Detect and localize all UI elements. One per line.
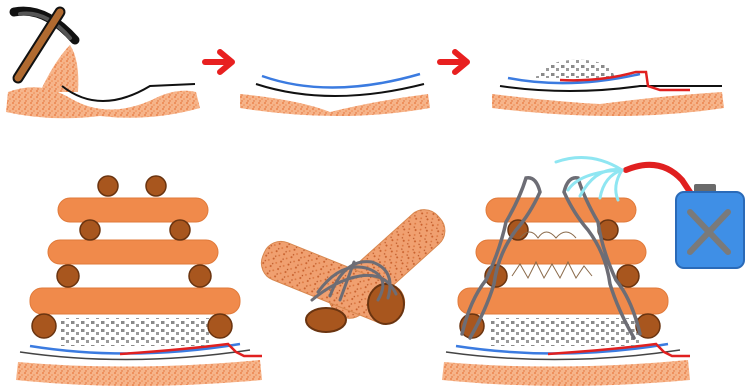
log-stack [30,176,240,338]
log-end-cut [306,308,346,332]
gravel-layer [60,318,210,346]
log-end-cut [368,284,404,324]
arrow-step-2-to-3 [440,52,467,72]
sand-bed [240,94,430,116]
gravel-heap [535,60,615,78]
log-end [146,176,166,196]
log-end [32,314,56,338]
step-dig-pit [6,11,200,118]
pit-outline [20,350,250,360]
log-end [189,265,211,287]
log-long [58,198,208,222]
log-end [80,220,100,240]
step-wrap-wire-and-water-feed [442,158,744,387]
sand-pile [40,45,78,92]
log-long [30,288,240,314]
sand-bed [492,92,724,116]
sand-bed [442,360,690,386]
pit-outline [446,350,680,360]
sand-mound [6,87,200,118]
log-end [98,176,118,196]
step-tie-logs-with-wire [256,202,452,332]
step-lay-membrane [240,74,430,116]
arrow-step-1-to-2 [205,52,232,72]
log-end [170,220,190,240]
step-stack-logs [16,176,262,386]
gravel-layer [490,318,640,346]
log-end [57,265,79,287]
water-hose [626,165,690,192]
log-end [208,314,232,338]
membrane-line [262,74,420,88]
step-add-gravel-and-pipe [492,60,724,116]
log-long [48,240,218,264]
water-tank-icon [676,184,744,268]
pit-outline [256,84,424,96]
sand-bed [16,360,262,386]
